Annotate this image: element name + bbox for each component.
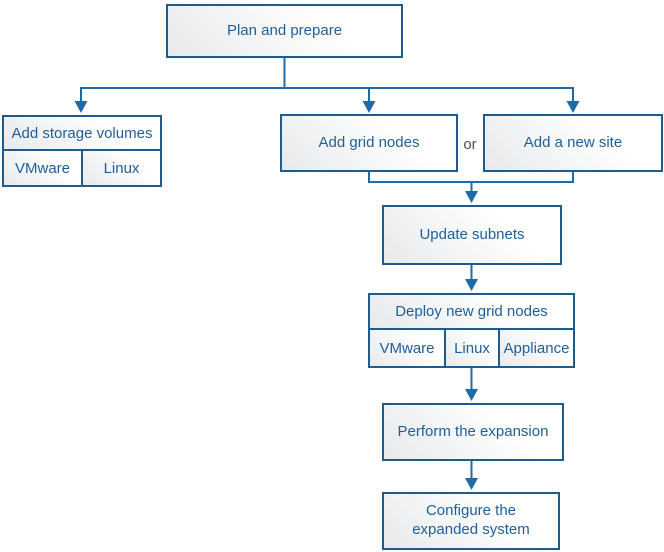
arrowhead-new-site <box>566 101 580 113</box>
node-deploy-label: Deploy new grid nodes <box>395 303 548 320</box>
node-add-storage-volumes: Add storage volumes VMware Linux <box>2 115 162 187</box>
cell-deploy-vmware: VMware <box>370 330 444 366</box>
cell-deploy-appliance-label: Appliance <box>503 339 570 357</box>
cell-deploy-appliance: Appliance <box>498 330 573 366</box>
node-add-grid-nodes: Add grid nodes <box>280 114 458 172</box>
or-text: or <box>463 135 477 153</box>
node-add-storage-volumes-label: Add storage volumes <box>11 124 153 142</box>
node-add-grid-nodes-label: Add grid nodes <box>318 133 420 151</box>
or-connector-label: or <box>456 132 484 156</box>
arrowhead-deploy <box>465 279 478 291</box>
cell-deploy-vmware-label: VMware <box>379 339 435 357</box>
node-add-a-new-site: Add a new site <box>483 114 663 172</box>
node-add-storage-volumes-header: Add storage volumes <box>4 117 160 151</box>
arrowhead-perform <box>465 389 478 401</box>
node-configure-label: Configure the expanded system <box>412 502 530 538</box>
cell-vmware-label: VMware <box>14 159 70 177</box>
arrowhead-storage <box>74 101 88 113</box>
node-add-storage-volumes-platform-row: VMware Linux <box>4 151 160 185</box>
cell-linux-label: Linux <box>103 159 140 177</box>
node-deploy-new-grid-nodes: Deploy new grid nodes VMware Linux Appli… <box>368 293 575 368</box>
cell-linux: Linux <box>81 151 160 185</box>
node-update-subnets-label: Update subnets <box>419 225 525 243</box>
node-plan-and-prepare-label: Plan and prepare <box>226 21 343 39</box>
node-perform-the-expansion: Perform the expansion <box>382 403 564 461</box>
arrowhead-grid-nodes <box>362 101 376 113</box>
arrowhead-update-subnets <box>465 191 478 203</box>
node-plan-and-prepare: Plan and prepare <box>166 4 403 58</box>
cell-deploy-linux: Linux <box>444 330 498 366</box>
node-deploy-header: Deploy new grid nodes <box>370 295 573 330</box>
cell-vmware: VMware <box>4 151 81 185</box>
node-configure-expanded-system: Configure the expanded system <box>382 492 560 550</box>
node-perform-label: Perform the expansion <box>397 422 549 440</box>
cell-deploy-linux-label: Linux <box>454 339 490 357</box>
arrowhead-configure <box>465 478 478 490</box>
node-update-subnets: Update subnets <box>382 205 562 265</box>
node-add-a-new-site-label: Add a new site <box>523 133 623 151</box>
node-deploy-platform-row: VMware Linux Appliance <box>370 330 573 366</box>
